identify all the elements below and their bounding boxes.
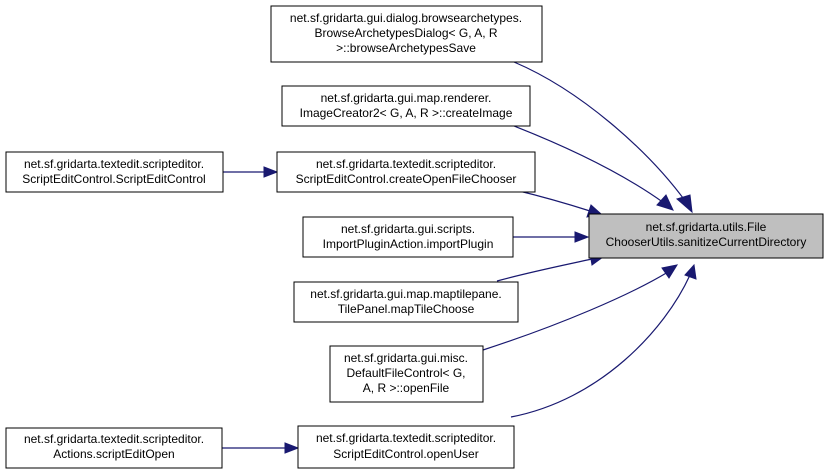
node-browse-archetypes-save[interactable]: net.sf.gridarta.gui.dialog.browsearchety… [270,5,543,63]
node-open-user[interactable]: net.sf.gridarta.textedit.scripteditor. S… [297,425,515,469]
edge-script-edit-control-to-create-open-file-chooser [223,166,279,178]
edge-open-user-to-target [510,263,697,418]
node-label-line: net.sf.gridarta.gui.misc. [344,351,468,365]
node-label-line: >::browseArchetypesSave [336,41,476,55]
node-label-line: ScriptEditControl.openUser [333,447,478,461]
node-label-line: A, R >::openFile [363,381,450,395]
edge-create-image-to-target [513,125,674,211]
node-map-tile-choose[interactable]: net.sf.gridarta.gui.map.maptilepane. Til… [293,281,519,323]
node-label-line: net.sf.gridarta.utils.File [646,220,767,234]
node-script-edit-open[interactable]: net.sf.gridarta.textedit.scripteditor. A… [5,427,223,469]
node-label-line: ImportPluginAction.importPlugin [323,237,494,251]
node-label-line: net.sf.gridarta.textedit.scripteditor. [24,432,204,446]
node-sanitize-current-directory[interactable]: net.sf.gridarta.utils.File ChooserUtils.… [588,213,824,259]
edge-create-open-file-chooser-to-target [514,189,603,218]
node-import-plugin[interactable]: net.sf.gridarta.gui.scripts. ImportPlugi… [302,216,514,258]
node-create-image[interactable]: net.sf.gridarta.gui.map.renderer. ImageC… [281,85,531,127]
node-label-line: BrowseArchetypesDialog< G, A, R [314,26,497,40]
node-label-line: Actions.scriptEditOpen [53,447,174,461]
node-label-line: net.sf.gridarta.gui.scripts. [341,222,475,236]
node-label-line: TilePanel.mapTileChoose [338,302,475,316]
node-label-line: net.sf.gridarta.gui.map.renderer. [321,91,492,105]
node-label-line: net.sf.gridarta.textedit.scripteditor. [316,157,496,171]
edge-script-edit-open-to-open-user [222,442,300,454]
edge-import-plugin-to-target [513,231,590,243]
node-label-line: ScriptEditControl.createOpenFileChooser [296,172,517,186]
node-label-line: ChooserUtils.sanitizeCurrentDirectory [606,235,807,249]
node-label-line: ImageCreator2< G, A, R >::createImage [300,106,513,120]
node-label-line: net.sf.gridarta.textedit.scripteditor. [24,157,204,171]
node-label-line: net.sf.gridarta.gui.dialog.browsearchety… [290,11,522,25]
node-label-line: ScriptEditControl.ScriptEditControl [22,172,205,186]
node-label-line: net.sf.gridarta.gui.map.maptilepane. [310,287,501,301]
node-script-edit-control-constructor[interactable]: net.sf.gridarta.textedit.scripteditor. S… [5,151,224,193]
node-open-file[interactable]: net.sf.gridarta.gui.misc. DefaultFileCon… [329,345,484,403]
edge-open-file-to-target [482,264,679,351]
edge-browse-archetypes-save-to-target [513,61,693,214]
node-create-open-file-chooser[interactable]: net.sf.gridarta.textedit.scripteditor. S… [276,151,536,193]
node-label-line: DefaultFileControl< G, [346,366,465,380]
node-label-line: net.sf.gridarta.textedit.scripteditor. [316,431,496,445]
